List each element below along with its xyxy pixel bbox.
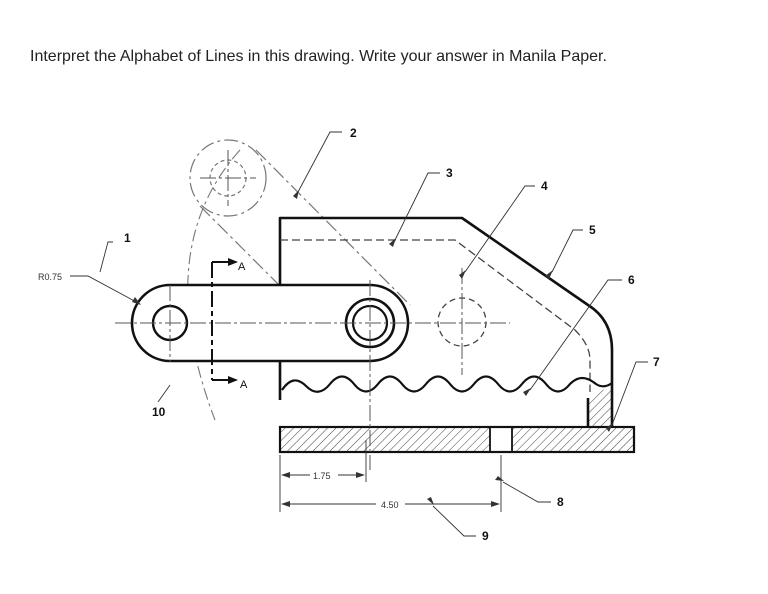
callout-2: 2 xyxy=(350,126,357,140)
callout-8: 8 xyxy=(557,495,564,509)
leader-lines xyxy=(99,131,648,537)
corner-hatch xyxy=(588,385,612,427)
section-letter-bottom: A xyxy=(240,379,248,391)
phantom-arm xyxy=(189,139,411,347)
section-letter-top: A xyxy=(238,261,246,273)
callout-6: 6 xyxy=(628,273,635,287)
callout-5: 5 xyxy=(589,223,596,237)
base-hatch-right xyxy=(512,427,634,452)
callout-1: 1 xyxy=(124,231,131,245)
callout-9: 9 xyxy=(482,529,489,543)
instruction-text: Interpret the Alphabet of Lines in this … xyxy=(30,48,607,65)
base-outline xyxy=(278,425,636,454)
callout-4: 4 xyxy=(541,179,548,193)
center-lines xyxy=(115,150,510,470)
body-outline xyxy=(278,216,614,427)
dimension-2: 4.50 xyxy=(381,500,399,510)
base-hatch-left xyxy=(280,427,490,452)
dimension-1: 1.75 xyxy=(313,471,331,481)
hidden-lines xyxy=(280,239,591,392)
radius-label: R0.75 xyxy=(38,272,62,282)
break-line xyxy=(281,375,613,393)
callout-3: 3 xyxy=(446,166,453,180)
callout-10: 10 xyxy=(152,405,166,419)
rotation-arc xyxy=(187,149,241,421)
extension-lines xyxy=(279,440,502,512)
callout-7: 7 xyxy=(653,355,660,369)
